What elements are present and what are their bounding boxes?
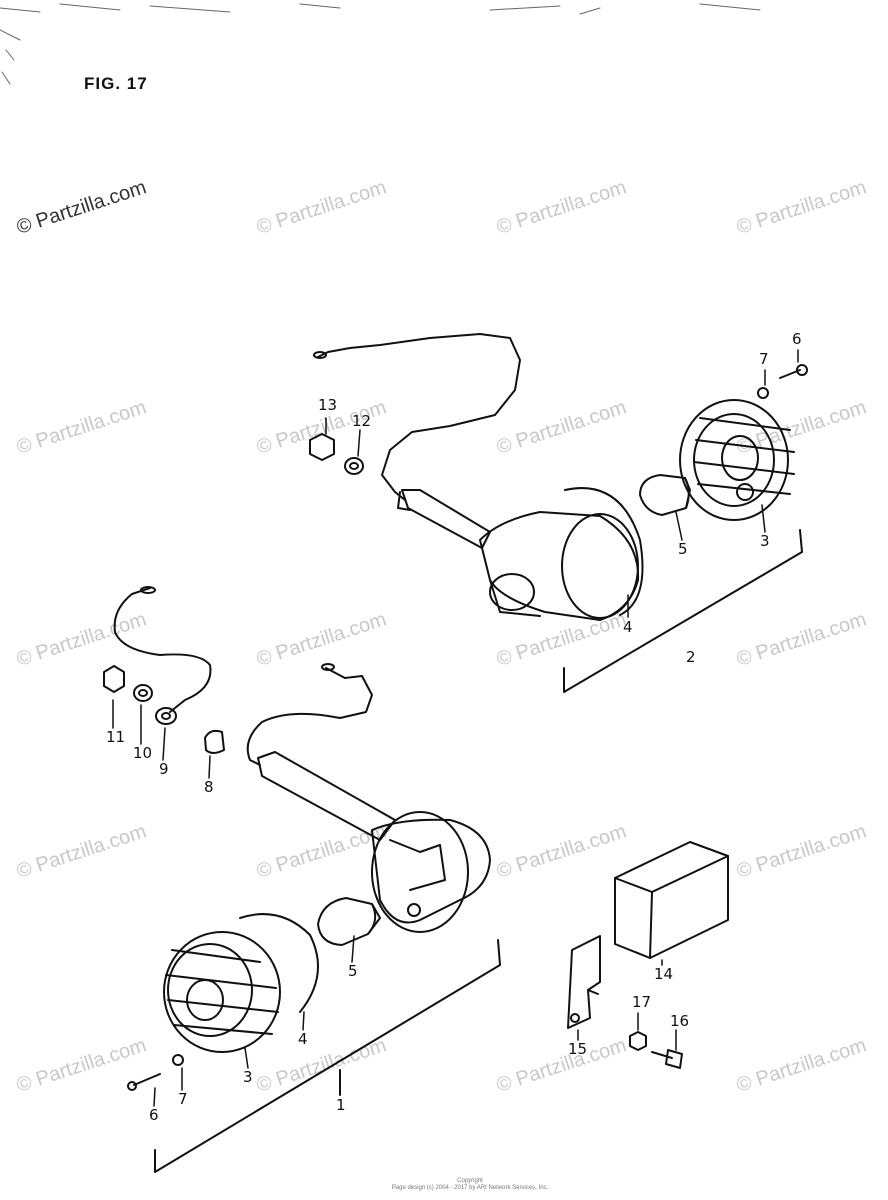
callout-7: 7 [178, 1090, 188, 1108]
upper-signal-stem [397, 489, 491, 549]
scan-noise [0, 3, 761, 85]
callout-17: 17 [632, 993, 652, 1011]
callout-1: 1 [336, 1096, 346, 1114]
callout-6: 6 [149, 1106, 159, 1124]
callout-14: 14 [654, 965, 674, 983]
lower-gasket-4 [239, 913, 319, 1013]
lower-leaders [153, 935, 355, 1107]
upper-bracket-2 [563, 529, 803, 693]
relay-leaders [577, 959, 677, 1051]
upper-signal-wire [313, 333, 521, 501]
callout-15: 15 [568, 1040, 588, 1058]
upper-leaders [325, 349, 799, 618]
relay-bracket-15 [567, 935, 601, 1029]
callout-5: 5 [678, 540, 688, 558]
footer-line-2: Page design (c) 2004 - 2017 by ARI Netwo… [391, 1185, 549, 1191]
callout-8: 8 [204, 778, 214, 796]
callout-4: 4 [298, 1030, 308, 1048]
upper-washer-7 [757, 387, 769, 399]
lower-signal-housing [371, 811, 491, 933]
upper-gasket-4 [564, 487, 644, 616]
upper-washer-12 [344, 457, 364, 475]
nut-11 [103, 665, 125, 693]
callout-2: 2 [686, 648, 696, 666]
callout-3: 3 [243, 1068, 253, 1086]
callout-3: 3 [760, 532, 770, 550]
lower-washer-7 [172, 1054, 184, 1066]
callout-16: 16 [670, 1012, 690, 1030]
callout-6: 6 [792, 330, 802, 348]
callout-12: 12 [352, 412, 372, 430]
upper-screw-6 [779, 364, 808, 379]
lower-lens-3 [163, 931, 281, 1053]
footer-copyright: Copyright Page design (c) 2004 - 2017 by… [360, 1178, 580, 1192]
callout-7: 7 [759, 350, 769, 368]
bolt-16 [651, 1049, 683, 1069]
left-harness-wire [113, 586, 212, 713]
callout-9: 9 [159, 760, 169, 778]
footer-line-1: Copyright [457, 1178, 483, 1184]
lower-screw-6 [127, 1073, 161, 1091]
lower-signal-stem [257, 751, 396, 841]
nut-17 [629, 1031, 647, 1051]
flasher-relay-14 [614, 841, 729, 959]
callout-13: 13 [318, 396, 338, 414]
left-leaders [112, 699, 211, 779]
upper-nut-13 [309, 433, 335, 461]
upper-signal-housing [479, 511, 640, 621]
lower-bracket-1 [154, 939, 501, 1173]
lower-signal-wire [246, 663, 373, 766]
callout-5: 5 [348, 962, 358, 980]
callout-11: 11 [106, 728, 126, 746]
figure-title: FIG. 17 [84, 74, 148, 93]
grommet-8 [204, 729, 225, 754]
callout-10: 10 [133, 744, 153, 762]
ring-terminal-9 [155, 707, 177, 725]
callout-4: 4 [623, 618, 633, 636]
washer-10 [133, 684, 153, 702]
upper-lens-3 [679, 399, 795, 521]
lower-bulb-5 [317, 897, 381, 946]
